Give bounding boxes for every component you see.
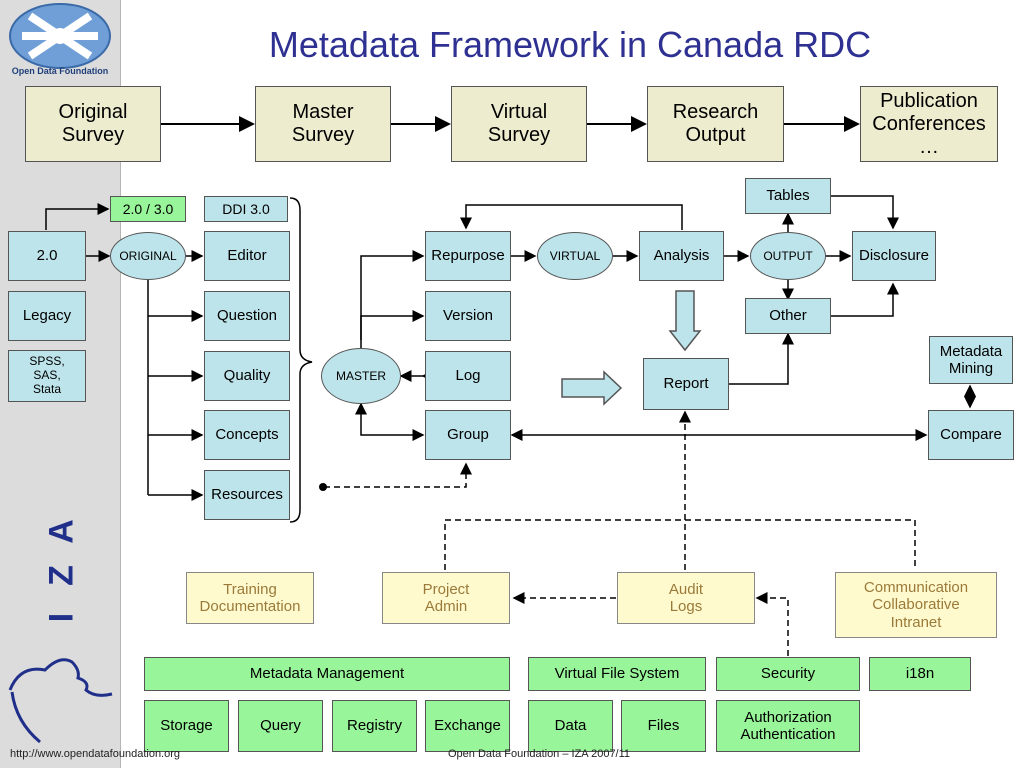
security-box: Security (716, 657, 860, 691)
original-survey-box: Original Survey (25, 86, 161, 162)
editor-box: Editor (204, 231, 290, 281)
virtual-ellipse: VIRTUAL (537, 232, 613, 280)
report-box: Report (643, 358, 729, 410)
footer-credit: Open Data Foundation – IZA 2007/11 (448, 748, 631, 760)
authorization-authentication-box: Authorization Authentication (716, 700, 860, 752)
concepts-box: Concepts (204, 410, 290, 460)
publication-box: Publication Conferences … (860, 86, 998, 162)
footer-url[interactable]: http://www.opendatafoundation.org (10, 748, 181, 760)
original-ellipse: ORIGINAL (110, 232, 186, 280)
version-2-box: 2.0 (8, 231, 86, 281)
i18n-box: i18n (869, 657, 971, 691)
version-2-3-box: 2.0 / 3.0 (110, 196, 186, 222)
metadata-mining-box: Metadata Mining (929, 336, 1013, 384)
output-ellipse: OUTPUT (750, 232, 826, 280)
open-data-foundation-logo-icon (9, 3, 111, 69)
research-output-box: Research Output (647, 86, 784, 162)
logo-text: Open Data Foundation (11, 66, 109, 76)
log-box: Log (425, 351, 511, 401)
group-box: Group (425, 410, 511, 460)
training-documentation-box: Training Documentation (186, 572, 314, 624)
data-box: Data (528, 700, 613, 752)
ddi-3-box: DDI 3.0 (204, 196, 288, 222)
storage-box: Storage (144, 700, 229, 752)
virtual-survey-box: Virtual Survey (451, 86, 587, 162)
version-box: Version (425, 291, 511, 341)
master-ellipse: MASTER (321, 348, 401, 404)
communication-box: Communication Collaborative Intranet (835, 572, 997, 638)
tables-box: Tables (745, 178, 831, 214)
project-admin-box: Project Admin (382, 572, 510, 624)
compare-box: Compare (928, 410, 1014, 460)
other-box: Other (745, 298, 831, 334)
question-box: Question (204, 291, 290, 341)
resources-box: Resources (204, 470, 290, 520)
quality-box: Quality (204, 351, 290, 401)
audit-logs-box: Audit Logs (617, 572, 755, 624)
repurpose-box: Repurpose (425, 231, 511, 281)
spss-sas-stata-box: SPSS, SAS, Stata (8, 350, 86, 402)
files-box: Files (621, 700, 706, 752)
metadata-management-box: Metadata Management (144, 657, 510, 691)
exchange-box: Exchange (425, 700, 510, 752)
iza-profile-icon (8, 658, 113, 744)
master-survey-box: Master Survey (255, 86, 391, 162)
legacy-box: Legacy (8, 291, 86, 341)
registry-box: Registry (332, 700, 417, 752)
virtual-file-system-box: Virtual File System (528, 657, 706, 691)
disclosure-box: Disclosure (852, 231, 936, 281)
query-box: Query (238, 700, 323, 752)
analysis-box: Analysis (639, 231, 724, 281)
page-title: Metadata Framework in Canada RDC (268, 24, 872, 65)
